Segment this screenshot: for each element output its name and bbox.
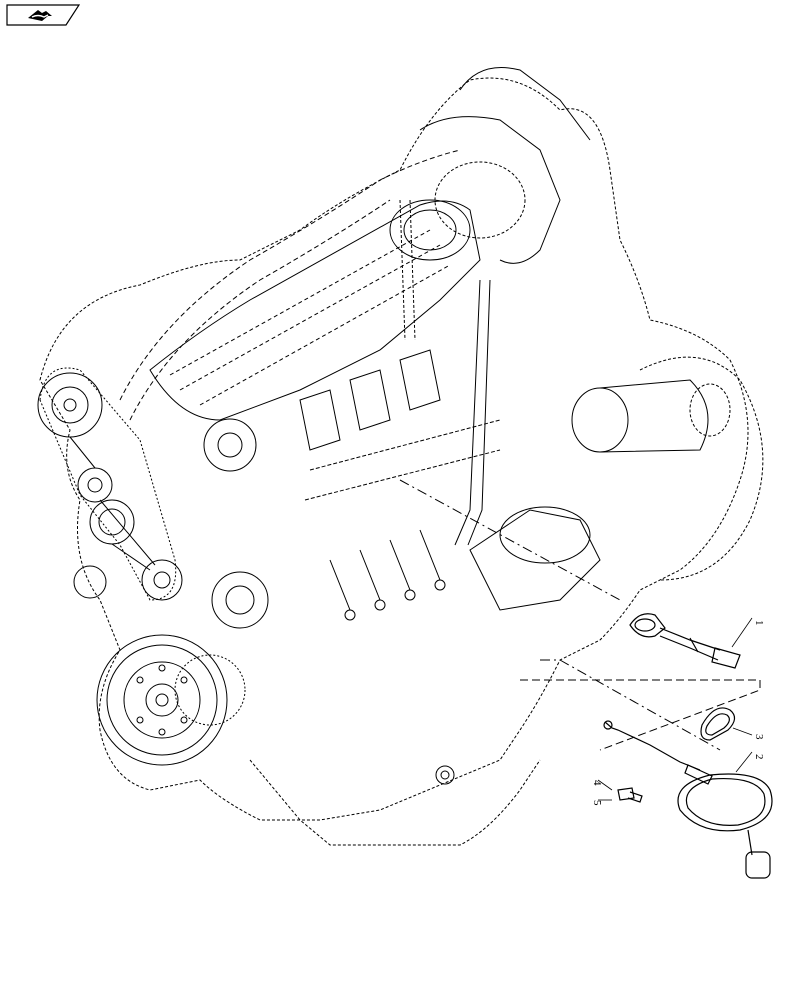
engine-assembly (37, 67, 764, 846)
callout-labels: 1 2 3 4 5 (591, 620, 765, 806)
gasket-part-3[interactable] (700, 707, 736, 741)
callout-1: 1 (753, 620, 765, 626)
leader-lines (597, 617, 753, 801)
bolt-part-4-5[interactable] (617, 787, 643, 803)
callout-2: 2 (753, 754, 765, 760)
callout-4: 4 (591, 780, 603, 786)
callout-3: 3 (753, 734, 765, 740)
sensor-part-1[interactable] (629, 613, 741, 669)
sensor-cable-part-2[interactable] (603, 720, 773, 879)
callout-5: 5 (591, 800, 603, 806)
nav-tab[interactable] (6, 4, 80, 26)
arrow-forward-icon (28, 10, 52, 21)
